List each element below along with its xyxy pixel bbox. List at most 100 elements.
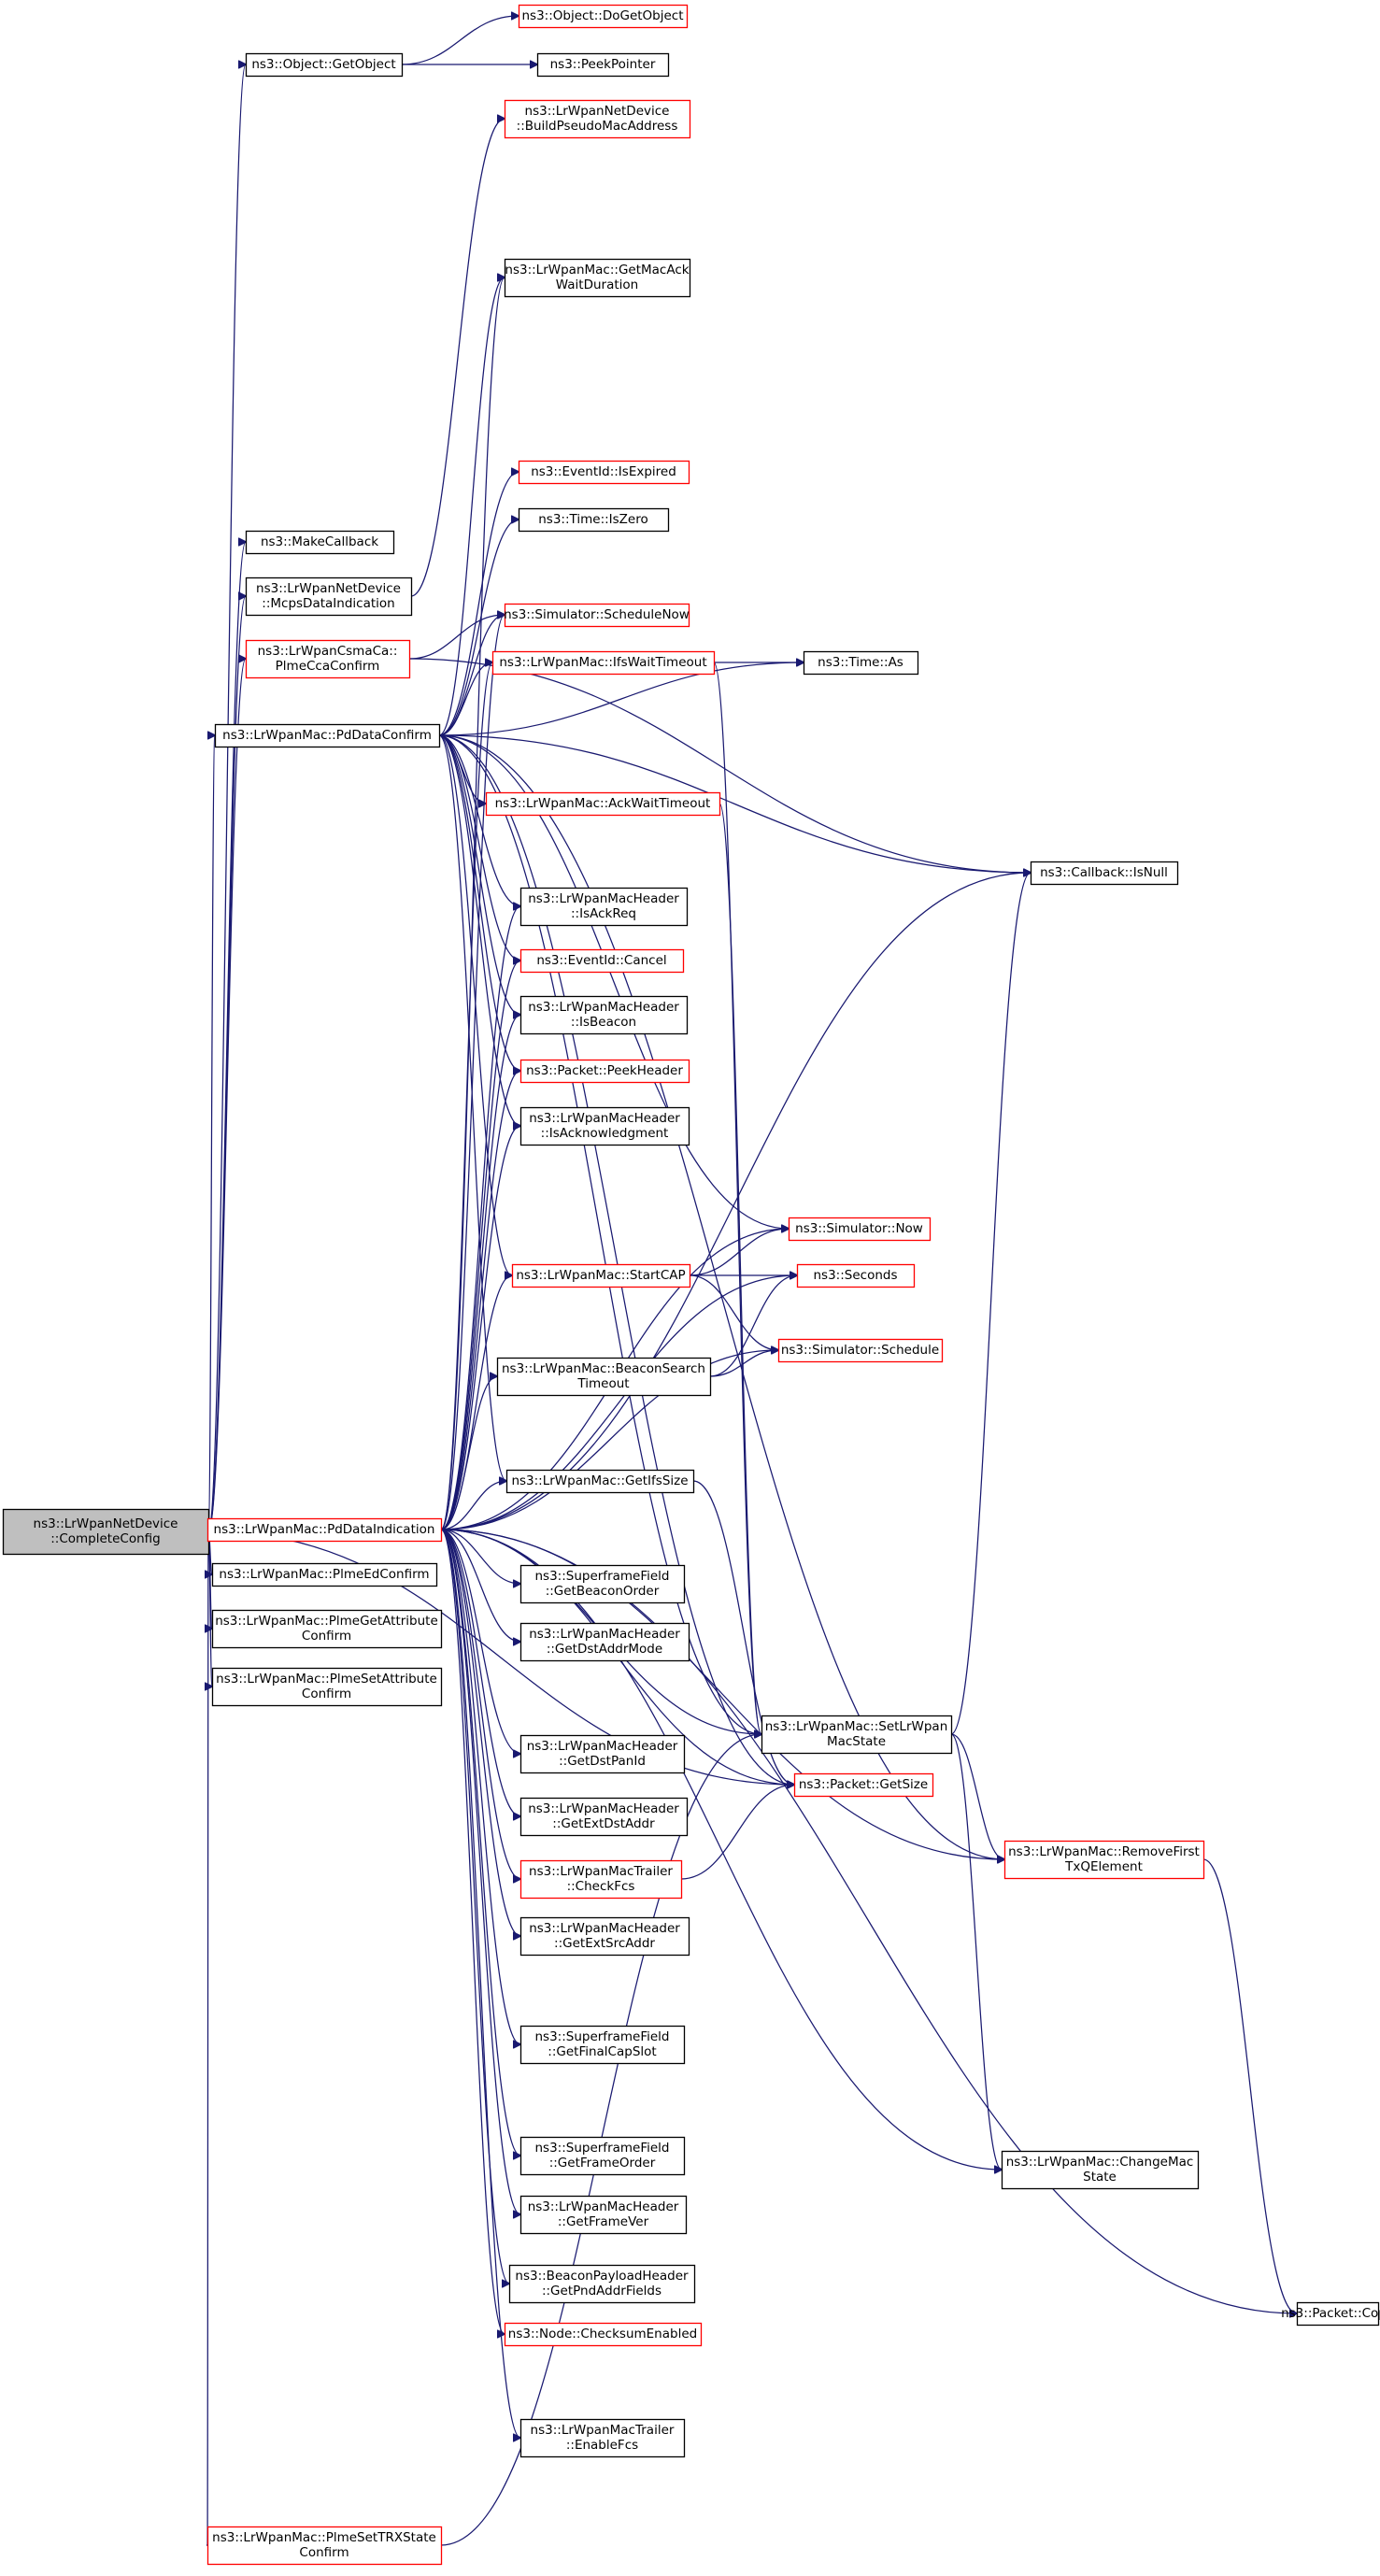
node-getbeaconorder[interactable]: ns3::SuperframeField::GetBeaconOrder	[519, 1564, 686, 1604]
node-isexpired[interactable]: ns3::EventId::IsExpired	[518, 460, 690, 485]
node-box	[519, 1059, 690, 1084]
edge-beaconsearch-to-schedule	[709, 1350, 778, 1377]
node-label: ns3::Object::DoGetObject	[521, 8, 683, 23]
node-label: ns3::PeekPointer	[550, 57, 656, 72]
node-simnow[interactable]: ns3::Simulator::Now	[788, 1217, 932, 1242]
node-getpndaddr[interactable]: ns3::BeaconPayloadHeader::GetPndAddrFiel…	[508, 2264, 696, 2304]
node-label: ns3::Node::ChecksumEnabled	[508, 2327, 697, 2341]
edge-pddataind-to-schedule	[440, 1350, 778, 1530]
node-label: Confirm	[302, 1686, 351, 1701]
node-makecallback[interactable]: ns3::MakeCallback	[245, 530, 395, 555]
node-enablefcs[interactable]: ns3::LrWpanMacTrailer::EnableFcs	[519, 2418, 686, 2458]
edge-pddataind-to-getbeaconorder	[440, 1529, 520, 1584]
node-label: ns3::LrWpanMacTrailer	[529, 1864, 673, 1879]
node-label: ns3::Callback::IsNull	[1040, 865, 1168, 880]
node-startcap[interactable]: ns3::LrWpanMac::StartCAP	[511, 1263, 691, 1288]
node-isbeacon[interactable]: ns3::LrWpanMacHeader::IsBeacon	[519, 995, 689, 1035]
node-box	[519, 1916, 690, 1957]
node-box	[761, 1715, 953, 1755]
node-schedule[interactable]: ns3::Simulator::Schedule	[777, 1338, 944, 1363]
node-label: MacState	[827, 1734, 886, 1749]
node-getifssize[interactable]: ns3::LrWpanMac::GetIfsSize	[505, 1469, 695, 1494]
edge-pddataind-to-checksum	[440, 1529, 505, 2334]
node-mcpsdata[interactable]: ns3::LrWpanNetDevice::McpsDataIndication	[245, 576, 413, 617]
node-label: ns3::LrWpanMac::ChangeMac	[1006, 2155, 1194, 2170]
node-getfinalcap[interactable]: ns3::SuperframeField::GetFinalCapSlot	[519, 2025, 686, 2065]
node-timeas[interactable]: ns3::Time::As	[803, 650, 919, 676]
node-box	[1001, 2150, 1200, 2190]
node-getdstaddrmode[interactable]: ns3::LrWpanMacHeader::GetDstAddrMode	[519, 1622, 690, 1662]
node-getframeorder[interactable]: ns3::SuperframeField::GetFrameOrder	[519, 2136, 686, 2176]
node-label: ::GetFrameOrder	[549, 2156, 656, 2170]
edge-pddataind-to-ifswait	[440, 662, 492, 1530]
node-label: ::GetExtSrcAddr	[554, 1936, 655, 1951]
edge-pddataind-to-startcap	[440, 1275, 512, 1530]
node-dogetobject[interactable]: ns3::Object::DoGetObject	[518, 4, 689, 29]
node-label: ns3::LrWpanNetDevice	[34, 1516, 178, 1531]
node-box	[491, 650, 716, 676]
node-label: PlmeCcaConfirm	[276, 659, 380, 674]
edge-mcpsdata-to-buildpseudo	[410, 119, 505, 597]
edge-removefirst-to-packetcopy	[1202, 1858, 1297, 2313]
node-label: ns3::LrWpanMacHeader	[528, 1801, 679, 1816]
node-buildpseudo[interactable]: ns3::LrWpanNetDevice::BuildPseudoMacAddr…	[504, 99, 691, 139]
node-getdstpanid[interactable]: ns3::LrWpanMacHeader::GetDstPanId	[519, 1734, 686, 1774]
node-box	[793, 1772, 934, 1798]
node-label: ns3::LrWpanMacHeader	[529, 1111, 680, 1126]
node-label: Confirm	[302, 1629, 351, 1644]
node-label: ns3::LrWpanNetDevice	[256, 581, 401, 596]
edge-root-to-pddataconfirm	[208, 735, 215, 1532]
node-plmecca[interactable]: ns3::LrWpanCsmaCa::PlmeCcaConfirm	[245, 639, 411, 679]
node-ackwait[interactable]: ns3::LrWpanMac::AckWaitTimeout	[485, 791, 721, 817]
node-checkfcs[interactable]: ns3::LrWpanMacTrailer::CheckFcs	[519, 1859, 683, 1900]
node-box	[796, 1263, 916, 1288]
node-pddataconfirm[interactable]: ns3::LrWpanMac::PdDataConfirm	[214, 723, 441, 748]
node-seconds[interactable]: ns3::Seconds	[796, 1263, 916, 1288]
node-label: ns3::SuperframeField	[534, 1569, 669, 1584]
node-label: ns3::Simulator::Schedule	[781, 1343, 939, 1358]
node-schedulenow[interactable]: ns3::Simulator::ScheduleNow	[504, 603, 690, 628]
node-box	[518, 460, 690, 485]
node-getobject[interactable]: ns3::Object::GetObject	[245, 52, 404, 78]
node-box	[245, 639, 411, 679]
node-label: ns3::LrWpanMacHeader	[529, 1627, 680, 1642]
node-pddataind[interactable]: ns3::LrWpanMac::PdDataIndication	[206, 1517, 443, 1543]
node-label: ns3::LrWpanMac::IfsWaitTimeout	[499, 655, 706, 670]
node-plmeed[interactable]: ns3::LrWpanMac::PlmeEdConfirm	[211, 1562, 438, 1587]
node-root[interactable]: ns3::LrWpanNetDevice::CompleteConfig	[2, 1508, 210, 1556]
edge-pddataind-to-checkfcs	[440, 1529, 520, 1879]
edge-root-to-plmesettrx	[207, 1530, 208, 2545]
node-label: ns3::LrWpanMacHeader	[529, 1921, 680, 1936]
node-box	[788, 1217, 932, 1242]
node-ifswait[interactable]: ns3::LrWpanMac::IfsWaitTimeout	[491, 650, 716, 676]
node-getextdst[interactable]: ns3::LrWpanMacHeader::GetExtDstAddr	[519, 1797, 689, 1837]
edge-pddataconfirm-to-getmacack	[438, 278, 505, 736]
node-box	[518, 4, 689, 29]
node-getframever[interactable]: ns3::LrWpanMacHeader::GetFrameVer	[519, 2195, 688, 2235]
node-box	[206, 2526, 443, 2566]
node-iszero[interactable]: ns3::Time::IsZero	[518, 507, 670, 533]
node-checksum[interactable]: ns3::Node::ChecksumEnabled	[504, 2322, 703, 2347]
node-label: ::EnableFcs	[566, 2438, 638, 2453]
node-isackreq[interactable]: ns3::LrWpanMacHeader::IsAckReq	[519, 887, 689, 927]
node-peekpointer[interactable]: ns3::PeekPointer	[536, 52, 670, 78]
node-cancel[interactable]: ns3::EventId::Cancel	[519, 948, 685, 974]
node-label: ns3::LrWpanMac::PlmeGetAttribute	[215, 1614, 438, 1629]
node-label: ::IsAckReq	[571, 906, 636, 921]
node-peekheader[interactable]: ns3::Packet::PeekHeader	[519, 1059, 690, 1084]
node-getsize[interactable]: ns3::Packet::GetSize	[793, 1772, 934, 1798]
node-label: ::GetPndAddrFields	[542, 2284, 662, 2298]
node-isack[interactable]: ns3::LrWpanMacHeader::IsAcknowledgment	[519, 1106, 690, 1146]
node-isnull[interactable]: ns3::Callback::IsNull	[1030, 861, 1179, 886]
node-packetcopy[interactable]: ns3::Packet::Copy	[1281, 2301, 1380, 2327]
edge-root-to-getsize	[207, 1530, 794, 1785]
node-getextsrc[interactable]: ns3::LrWpanMacHeader::GetExtSrcAddr	[519, 1916, 690, 1957]
